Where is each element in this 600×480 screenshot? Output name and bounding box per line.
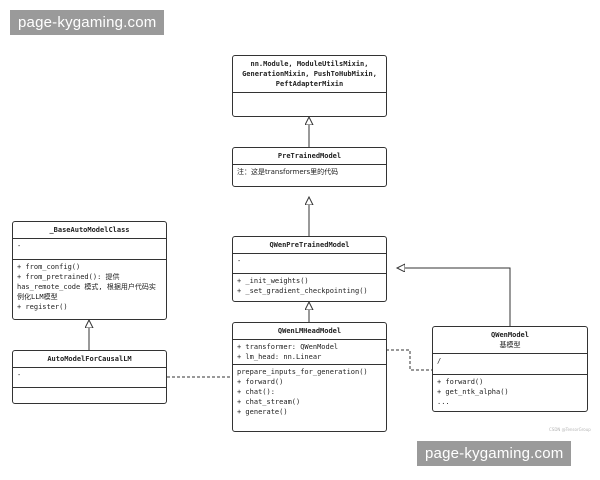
class-qwen-model-methods: + forward() + get_ntk_alpha() ... [433,375,587,409]
watermark-top: page-kygaming.com [10,10,165,35]
attr-line: - [237,257,242,265]
method-line: + register() [17,303,68,311]
mixins-line-1: nn.Module, ModuleUtilsMixin, [250,60,369,68]
class-pretrained-model: PreTrainedModel 注：这是transformers里的代码 [232,147,387,187]
qwen-model-title: QWenModel [491,331,529,339]
class-pretrained-model-note: 注：这是transformers里的代码 [237,168,339,176]
method-line: + forward() [437,378,484,386]
class-qwen-lmhead-model: QWenLMHeadModel + transformer: QWenModel… [232,322,387,432]
class-qwen-model: QWenModel 基模型 / + forward() + get_ntk_al… [432,326,588,412]
class-qwen-pretrained-model-methods: + _init_weights() + _set_gradient_checkp… [233,274,386,298]
attr-line: - [17,242,22,250]
method-line: + chat(): [237,388,275,396]
class-base-auto-model-attrs: - [13,239,166,260]
class-qwen-pretrained-model: QWenPreTrainedModel - + _init_weights() … [232,236,387,302]
class-base-auto-model: _BaseAutoModelClass - + from_config() + … [12,221,167,320]
method-line: + get_ntk_alpha() [437,388,509,396]
class-qwen-pretrained-model-header: QWenPreTrainedModel [233,237,386,254]
class-qwen-model-attrs: / [433,354,587,375]
attr-line: + transformer: QWenModel [237,343,339,351]
attr-line: / [437,357,442,365]
class-auto-model-causal-lm: AutoModelForCausalLM - [12,350,167,404]
method-line: + _init_weights() [237,277,309,285]
attr-line: - [17,371,22,379]
class-qwen-pretrained-model-attrs: - [233,254,386,274]
class-qwen-lmhead-model-methods: prepare_inputs_for_generation() + forwar… [233,365,386,419]
class-pretrained-model-header: PreTrainedModel [233,148,386,165]
class-qwen-lmhead-model-header: QWenLMHeadModel [233,323,386,340]
method-line: + forward() [237,378,284,386]
qwen-model-subtitle: 基模型 [499,341,521,349]
corner-credit: CSDN @TensorGroup [549,427,591,432]
method-line: + _set_gradient_checkpointing() [237,287,368,295]
class-qwen-lmhead-model-attrs: + transformer: QWenModel + lm_head: nn.L… [233,340,386,365]
dep-lmhead-to-qwenmodel [386,349,432,371]
class-qwen-model-header: QWenModel 基模型 [433,327,587,354]
class-mixins-body [233,93,386,97]
attr-line: + lm_head: nn.Linear [237,353,322,361]
class-mixins: nn.Module, ModuleUtilsMixin, GenerationM… [232,55,387,117]
method-line: + generate() [237,408,288,416]
inherit-qwenmodel-to-qwenpretrained [397,268,511,326]
method-line: + chat_stream() [237,398,301,406]
mixins-line-2: GenerationMixin, PushToHubMixin, [242,70,377,78]
method-line: ... [437,398,450,406]
method-line: + from_config() [17,263,81,271]
class-mixins-header: nn.Module, ModuleUtilsMixin, GenerationM… [233,56,386,93]
class-base-auto-model-header: _BaseAutoModelClass [13,222,166,239]
class-auto-model-causal-lm-header: AutoModelForCausalLM [13,351,166,368]
class-base-auto-model-methods: + from_config() + from_pretrained(): 提供h… [13,260,166,314]
watermark-bottom: page-kygaming.com [417,441,572,466]
method-line: prepare_inputs_for_generation() [237,368,368,376]
mixins-line-3: PeftAdapterMixin [275,80,344,88]
class-auto-model-causal-lm-methods [13,388,166,406]
class-auto-model-causal-lm-attrs: - [13,368,166,388]
method-line: + from_pretrained(): 提供has_remote_code 模… [17,273,156,301]
